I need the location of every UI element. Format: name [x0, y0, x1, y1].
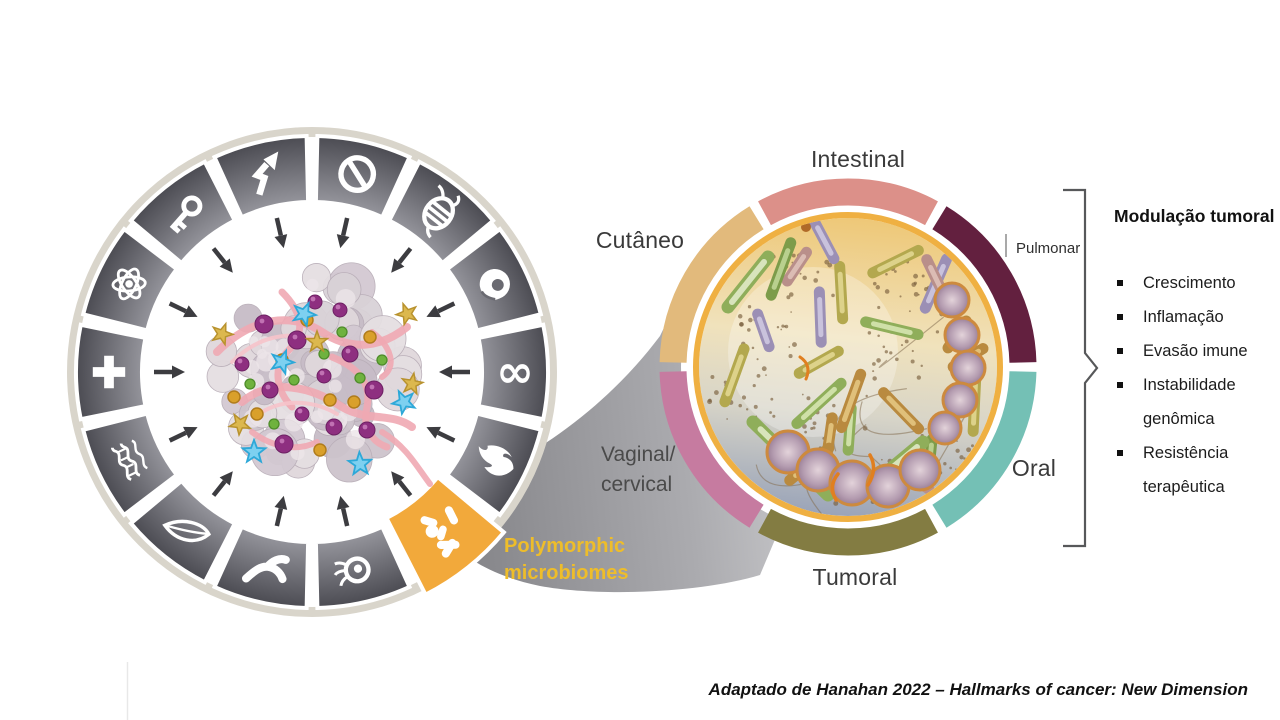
- wheel-segment: [80, 411, 180, 518]
- wheel-segment: [80, 226, 180, 333]
- modulation-item-text: Inflamação: [1143, 308, 1224, 326]
- inward-arrow-icon: [391, 247, 413, 273]
- inward-arrow-icon: [391, 471, 413, 497]
- pulmonar-tick: [1005, 234, 1007, 257]
- gold-ring: [693, 212, 1003, 522]
- inward-arrow-icon: [426, 426, 456, 443]
- wheel-segment: [313, 524, 413, 610]
- bullet-square-icon: [1117, 382, 1123, 388]
- bullet-square-icon: [1117, 348, 1123, 354]
- label-tumoral: Tumoral: [812, 564, 898, 590]
- modulation-item: Inflamação: [1114, 300, 1274, 334]
- inward-arrow-icon: [211, 247, 233, 273]
- modulation-item: Evasão imune: [1114, 334, 1274, 368]
- microbiome-circle: [659, 178, 1037, 556]
- modulation-item: Crescimento: [1114, 266, 1274, 300]
- tumor-illustration: [205, 262, 433, 487]
- modulation-item-text: Crescimento: [1143, 274, 1236, 292]
- brace-bracket: [1063, 188, 1099, 548]
- inward-arrow-icon: [438, 365, 471, 379]
- inward-arrow-icon: [168, 301, 198, 318]
- wheel-segment: [313, 134, 413, 220]
- wheel-segment: [128, 478, 238, 585]
- bullet-square-icon: [1117, 314, 1123, 320]
- inward-arrow-icon: [274, 495, 288, 527]
- organ-arc-tumoral: [758, 508, 938, 556]
- bullet-square-icon: [1117, 280, 1123, 286]
- inward-arrow-icon: [168, 426, 198, 443]
- organ-arc-intestinal: [758, 178, 938, 226]
- inward-arrow-icon: [211, 471, 233, 497]
- label-oral: Oral: [1011, 455, 1057, 481]
- inward-arrow-icon: [153, 365, 186, 379]
- source-caption: Adaptado de Hanahan 2022 – Hallmarks of …: [708, 680, 1248, 699]
- inward-arrow-icon: [274, 217, 288, 249]
- wheel-segment: [386, 159, 496, 266]
- label-polymorphic-microbiomes: Polymorphic microbiomes: [504, 535, 629, 584]
- organ-arc-cutaneo: [659, 206, 764, 364]
- label-pulmonar: Pulmonar: [1016, 240, 1081, 257]
- organ-arc-pulmonar: [932, 206, 1037, 364]
- hallmarks-wheel: [67, 127, 557, 617]
- inward-arrow-icon: [426, 301, 456, 318]
- wheel-segment-highlighted: [383, 474, 507, 598]
- infinity-icon: [496, 345, 534, 399]
- label-cutaneo: Cutâneo: [595, 227, 685, 253]
- organ-arc-oral: [932, 370, 1037, 528]
- bullet-square-icon: [1117, 450, 1123, 456]
- label-vaginal-cervical: Vaginal/ cervical: [601, 443, 676, 496]
- inward-arrow-icon: [336, 217, 350, 249]
- microbes: [707, 218, 989, 516]
- modulation-title: Modulação tumoral: [1114, 206, 1275, 226]
- label-intestinal: Intestinal: [810, 146, 906, 172]
- organ-arc-vaginal-cervical: [659, 370, 764, 528]
- inward-arrow-icon: [336, 495, 350, 527]
- modulation-item-text: Evasão imune: [1143, 342, 1248, 360]
